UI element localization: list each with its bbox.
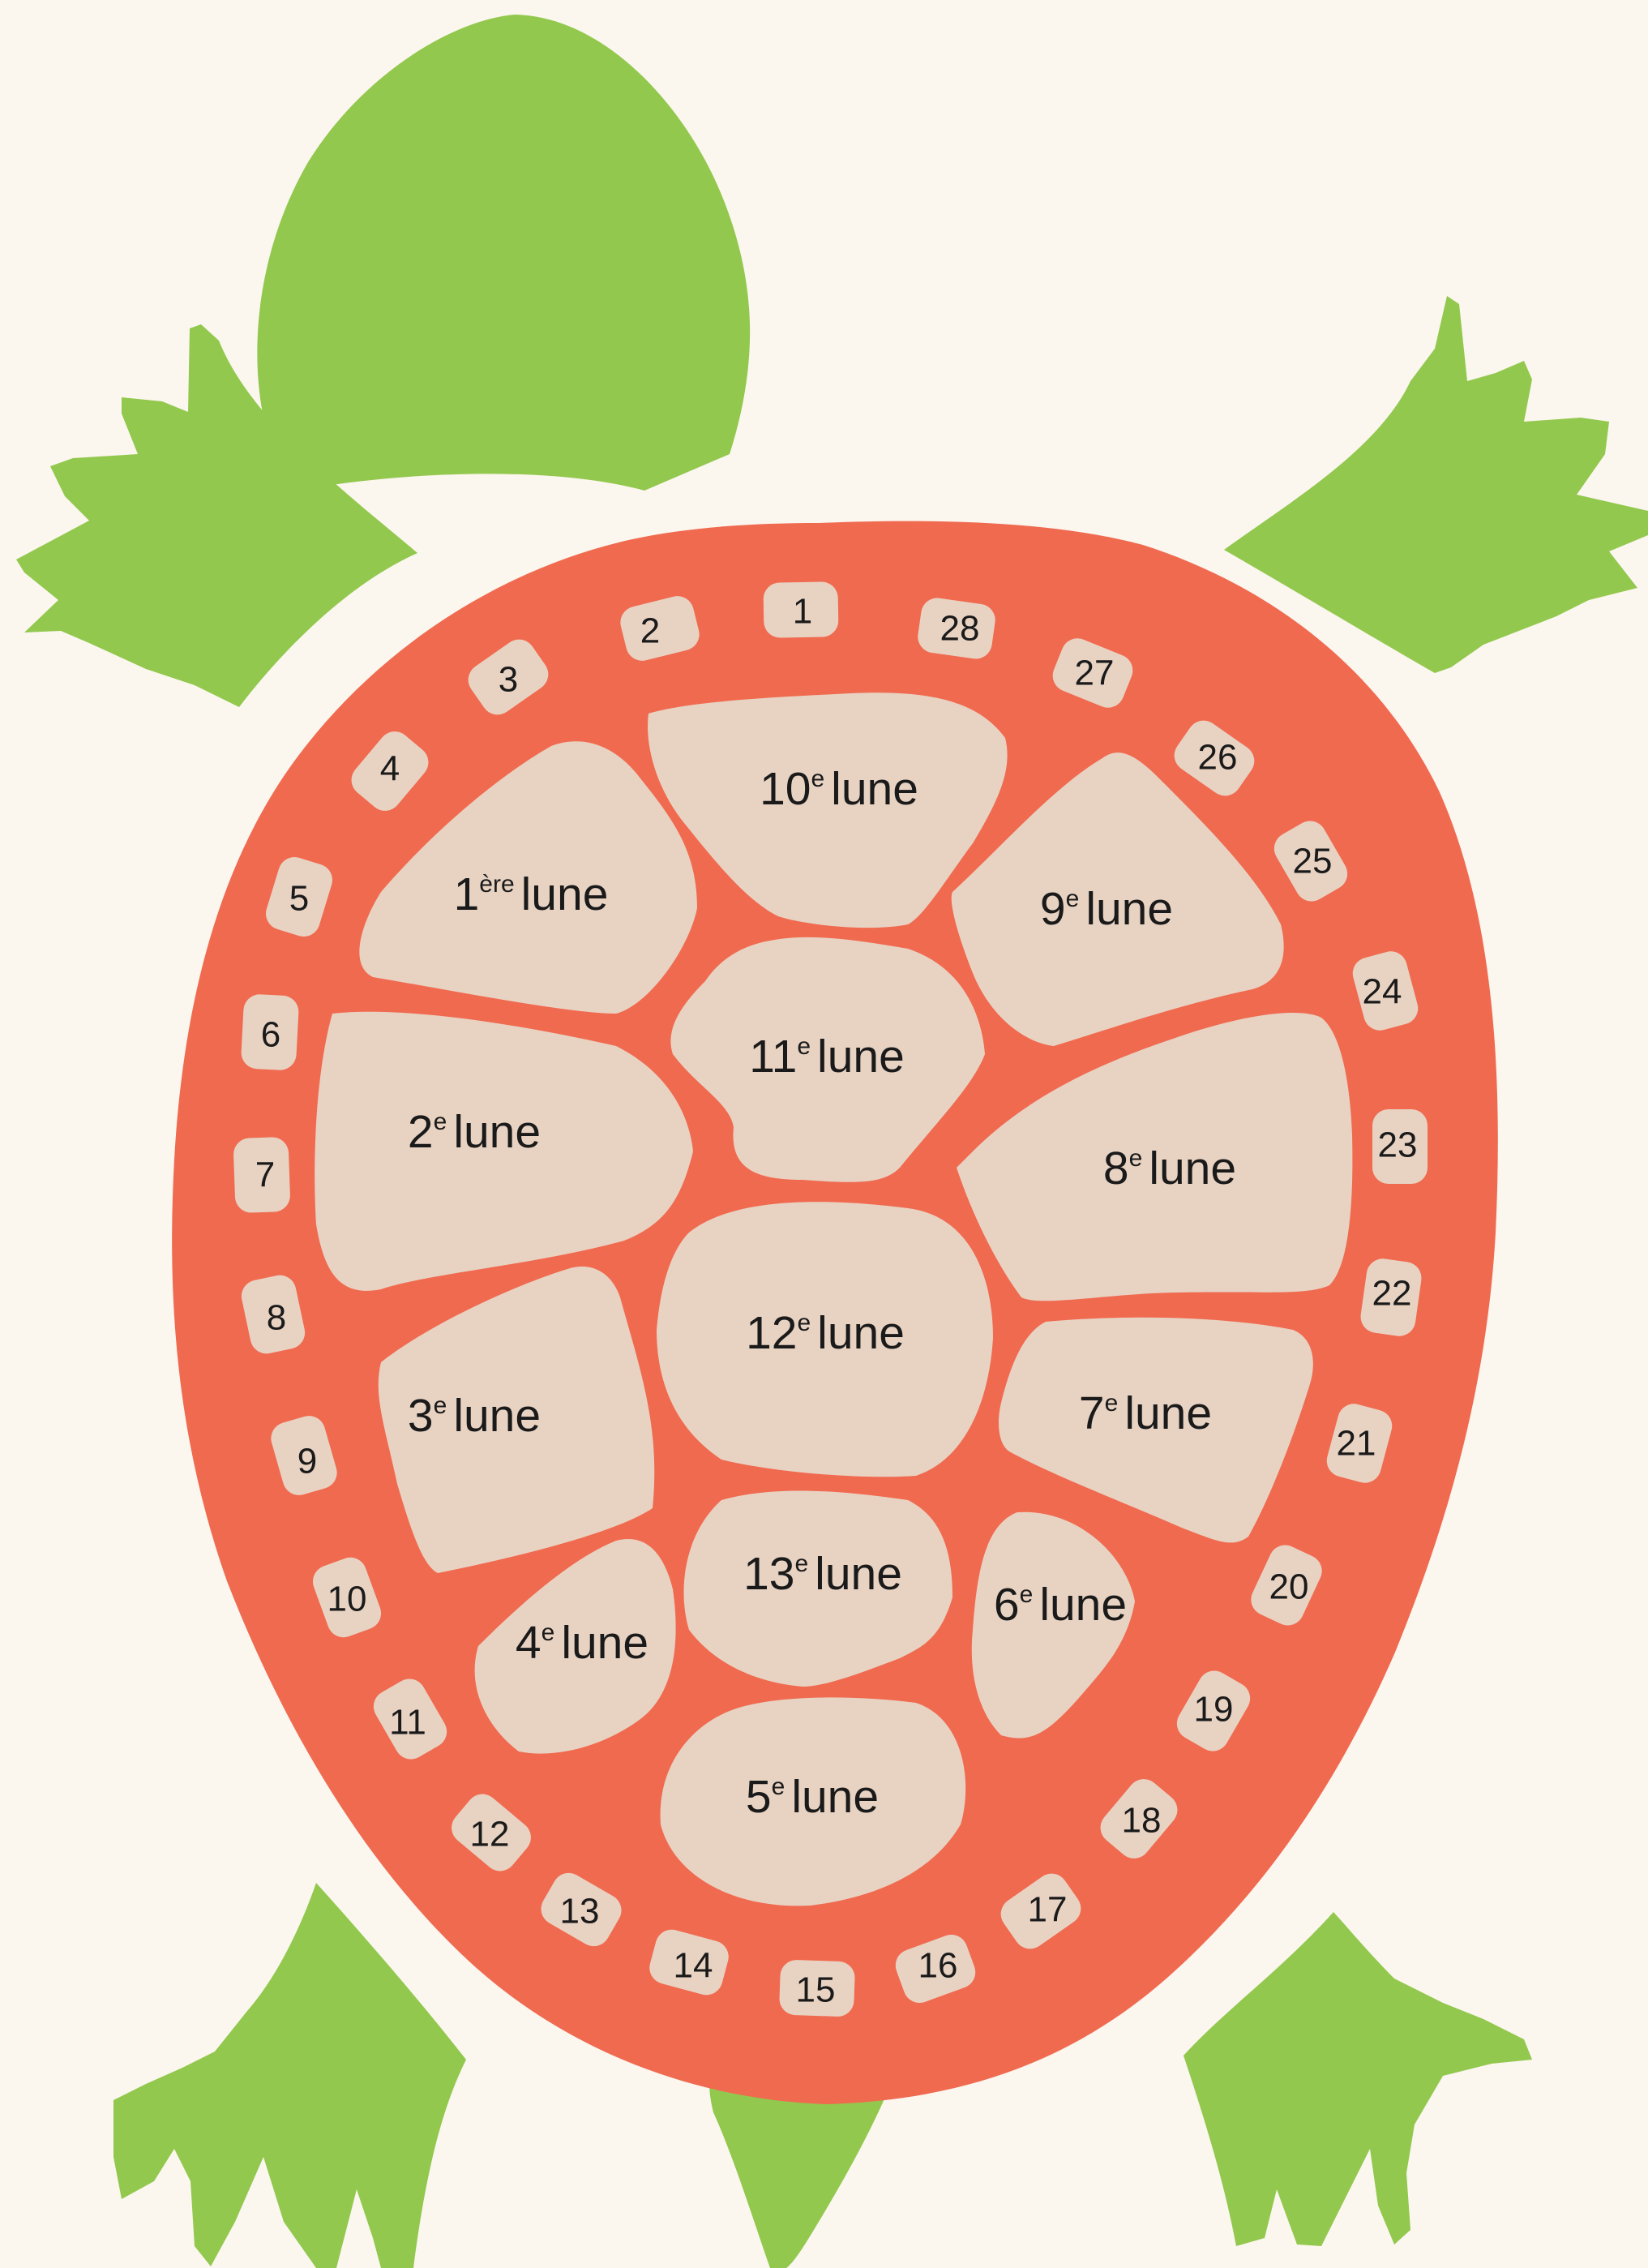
day-label-23: 23 bbox=[1378, 1125, 1418, 1165]
day-label-5: 5 bbox=[289, 879, 309, 919]
day-label-8: 8 bbox=[267, 1298, 286, 1338]
day-label-13: 13 bbox=[560, 1892, 600, 1931]
day-label-2: 2 bbox=[640, 611, 660, 651]
day-label-15: 15 bbox=[796, 1970, 836, 2010]
day-label-11: 11 bbox=[389, 1703, 426, 1743]
day-label-25: 25 bbox=[1293, 842, 1333, 881]
day-label-17: 17 bbox=[1028, 1890, 1068, 1930]
day-label-26: 26 bbox=[1198, 738, 1238, 778]
day-label-20: 20 bbox=[1269, 1567, 1309, 1607]
day-label-24: 24 bbox=[1363, 972, 1402, 1012]
day-label-12: 12 bbox=[470, 1815, 510, 1854]
day-label-22: 22 bbox=[1372, 1274, 1412, 1314]
day-label-27: 27 bbox=[1075, 654, 1115, 693]
day-label-3: 3 bbox=[499, 660, 518, 700]
day-label-10: 10 bbox=[327, 1580, 367, 1619]
day-label-14: 14 bbox=[674, 1946, 713, 1986]
day-label-16: 16 bbox=[918, 1946, 958, 1986]
day-label-18: 18 bbox=[1122, 1801, 1162, 1841]
day-label-9: 9 bbox=[297, 1442, 317, 1481]
day-label-28: 28 bbox=[940, 609, 980, 649]
day-label-7: 7 bbox=[255, 1155, 275, 1195]
day-label-19: 19 bbox=[1194, 1690, 1234, 1730]
day-label-21: 21 bbox=[1337, 1424, 1376, 1464]
day-label-6: 6 bbox=[261, 1015, 280, 1055]
day-label-1: 1 bbox=[793, 592, 812, 632]
day-label-4: 4 bbox=[380, 749, 400, 789]
